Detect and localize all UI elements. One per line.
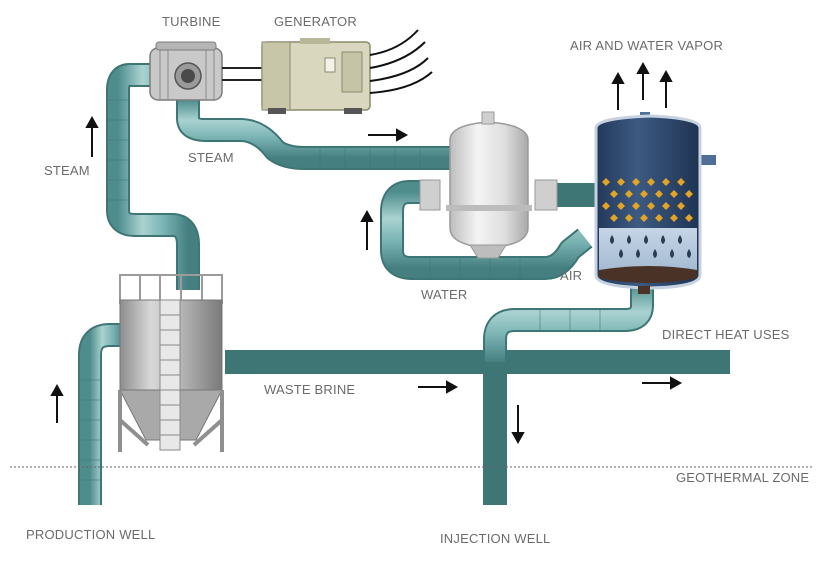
label-steam-left: STEAM [44,163,90,178]
water-droplet [619,249,623,258]
water-droplet [627,235,631,244]
generator [261,38,371,114]
packing-pellet [662,178,670,186]
arrow-production-up [50,383,64,423]
water-droplet [678,235,682,244]
power-lines [369,29,433,94]
packing-pellet [647,202,655,210]
packing-pellet [602,178,610,186]
packing-pellet [610,214,618,222]
cooling-tower [594,112,716,294]
water-droplet [644,235,648,244]
water-droplet [661,235,665,244]
water-droplet [636,249,640,258]
packing-pellet [602,202,610,210]
water-droplet [687,249,691,258]
label-air: AIR [560,268,583,283]
packing-pellet [640,190,648,198]
label-production-well: PRODUCTION WELL [26,527,156,542]
label-steam-mid: STEAM [188,150,234,165]
arrow-injection-down [511,405,525,445]
pipe-network [78,63,730,505]
brine-silo [118,274,224,452]
packing-pellet [647,178,655,186]
arrow-vapor-2 [636,61,650,100]
arrow-water-up [360,209,374,250]
arrow-steam-up [85,115,99,157]
arrow-vapor-1 [611,71,625,110]
turbine [149,41,223,101]
arrow-steam-right [368,128,409,142]
shaft [222,67,262,81]
packing-pellet [685,214,693,222]
packing-pellet [632,202,640,210]
packing-pellet [685,190,693,198]
packing-pellet [670,190,678,198]
water-droplet [670,249,674,258]
flow-arrows [50,61,683,445]
label-generator: GENERATOR [274,14,357,29]
label-waste-brine: WASTE BRINE [264,382,356,397]
water-droplet [653,249,657,258]
label-injection-well: INJECTION WELL [440,531,551,546]
packing-pellet [625,214,633,222]
label-turbine: TURBINE [162,14,221,29]
packing-pellet [632,178,640,186]
packing-pellet [640,214,648,222]
arrow-vapor-3 [659,69,673,108]
packing-pellet [662,202,670,210]
packing-pellet [677,202,685,210]
packing-pellet [610,190,618,198]
water-droplet [610,235,614,244]
packing-pellet [670,214,678,222]
label-geothermal-zone: GEOTHERMAL ZONE [676,470,810,485]
arrow-brine-right-1 [418,380,459,394]
packing-pellet [617,178,625,186]
label-air-water-vapor: AIR AND WATER VAPOR [570,38,724,53]
arrow-brine-right-2 [642,376,683,390]
packing-pellet [625,190,633,198]
label-direct-heat-uses: DIRECT HEAT USES [662,327,790,342]
packing-pellet [655,190,663,198]
separator-tank [419,111,558,259]
packing-pellet [617,202,625,210]
packing-pellet [677,178,685,186]
label-water: WATER [421,287,468,302]
packing-pellet [655,214,663,222]
